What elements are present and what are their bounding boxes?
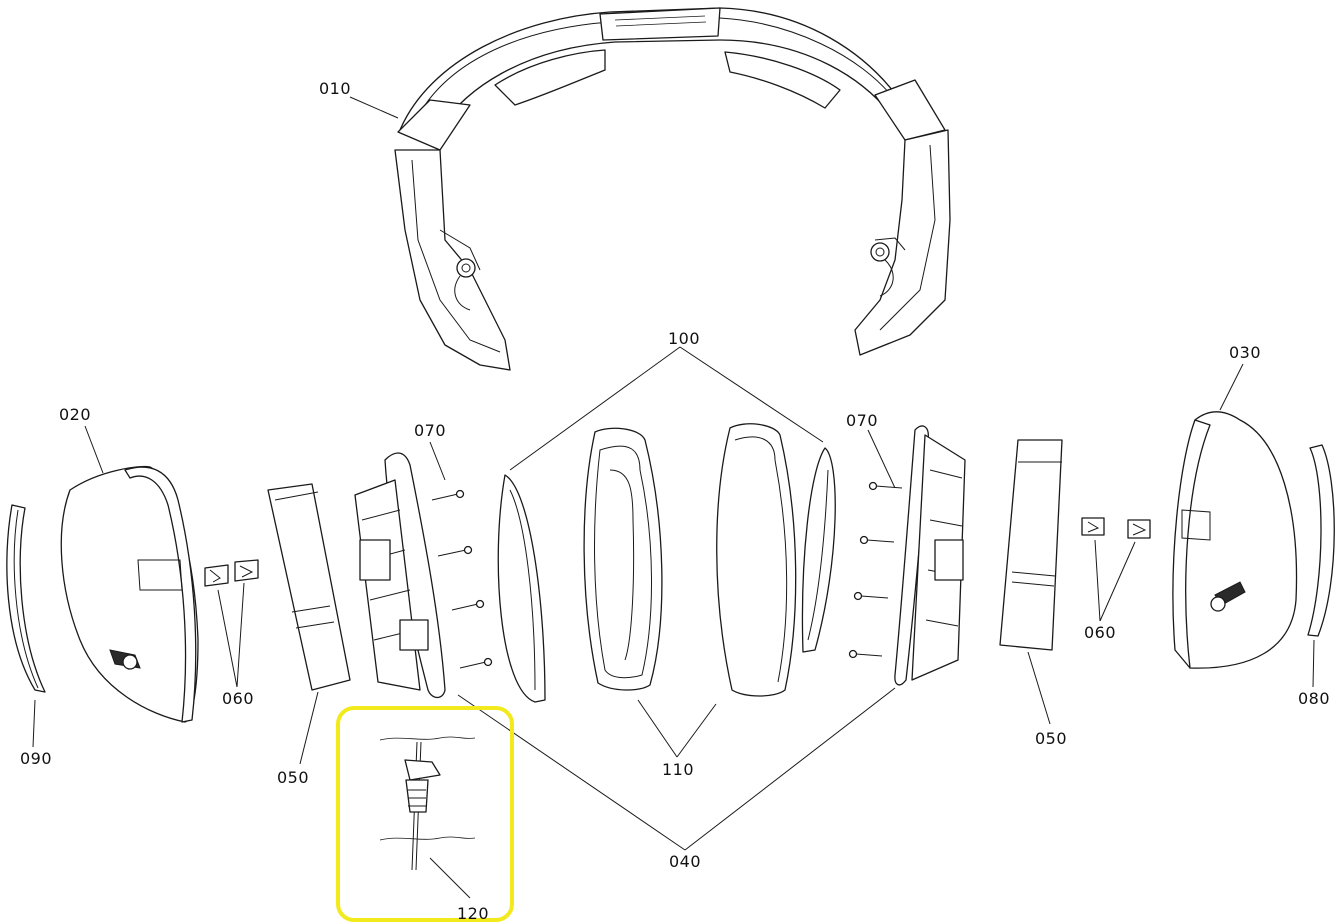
ear-cup-left bbox=[60, 465, 199, 723]
label-cushions: 110 bbox=[662, 760, 694, 779]
label-screws-right: 070 bbox=[846, 411, 878, 430]
ear-cup-right bbox=[1172, 411, 1298, 669]
pad-right bbox=[999, 439, 1063, 651]
foam-left bbox=[497, 474, 546, 703]
leader-lines bbox=[32, 96, 1315, 899]
cushion-right bbox=[716, 423, 797, 697]
label-foam: 100 bbox=[668, 329, 700, 348]
baffle-left bbox=[354, 452, 446, 699]
cover-left bbox=[6, 504, 46, 693]
label-clips-right: 060 bbox=[1084, 623, 1116, 642]
headband bbox=[394, 7, 951, 371]
label-pad-right: 050 bbox=[1035, 729, 1067, 748]
label-left-cup: 020 bbox=[59, 405, 91, 424]
label-cover-right: 080 bbox=[1298, 689, 1330, 708]
label-clips-left: 060 bbox=[222, 689, 254, 708]
clips-left bbox=[204, 559, 259, 587]
label-cable: 120 bbox=[457, 904, 489, 923]
screws-left bbox=[431, 489, 493, 669]
label-pad-left: 050 bbox=[277, 768, 309, 787]
part-labels: 010 020 030 100 070 070 060 060 080 090 … bbox=[20, 79, 1330, 923]
cover-right bbox=[1307, 444, 1335, 637]
highlight-box bbox=[336, 706, 514, 922]
cable-connector bbox=[379, 736, 476, 871]
clips-right bbox=[1081, 517, 1151, 539]
label-screws-left: 070 bbox=[414, 421, 446, 440]
screws-right bbox=[848, 481, 903, 659]
baffle-right bbox=[894, 425, 966, 686]
label-right-cup: 030 bbox=[1229, 343, 1261, 362]
label-cover-left: 090 bbox=[20, 749, 52, 768]
pad-left bbox=[267, 483, 351, 691]
label-baffle: 040 bbox=[669, 852, 701, 871]
cushion-left bbox=[583, 427, 663, 691]
label-headband: 010 bbox=[319, 79, 351, 98]
foam-right bbox=[801, 447, 836, 653]
